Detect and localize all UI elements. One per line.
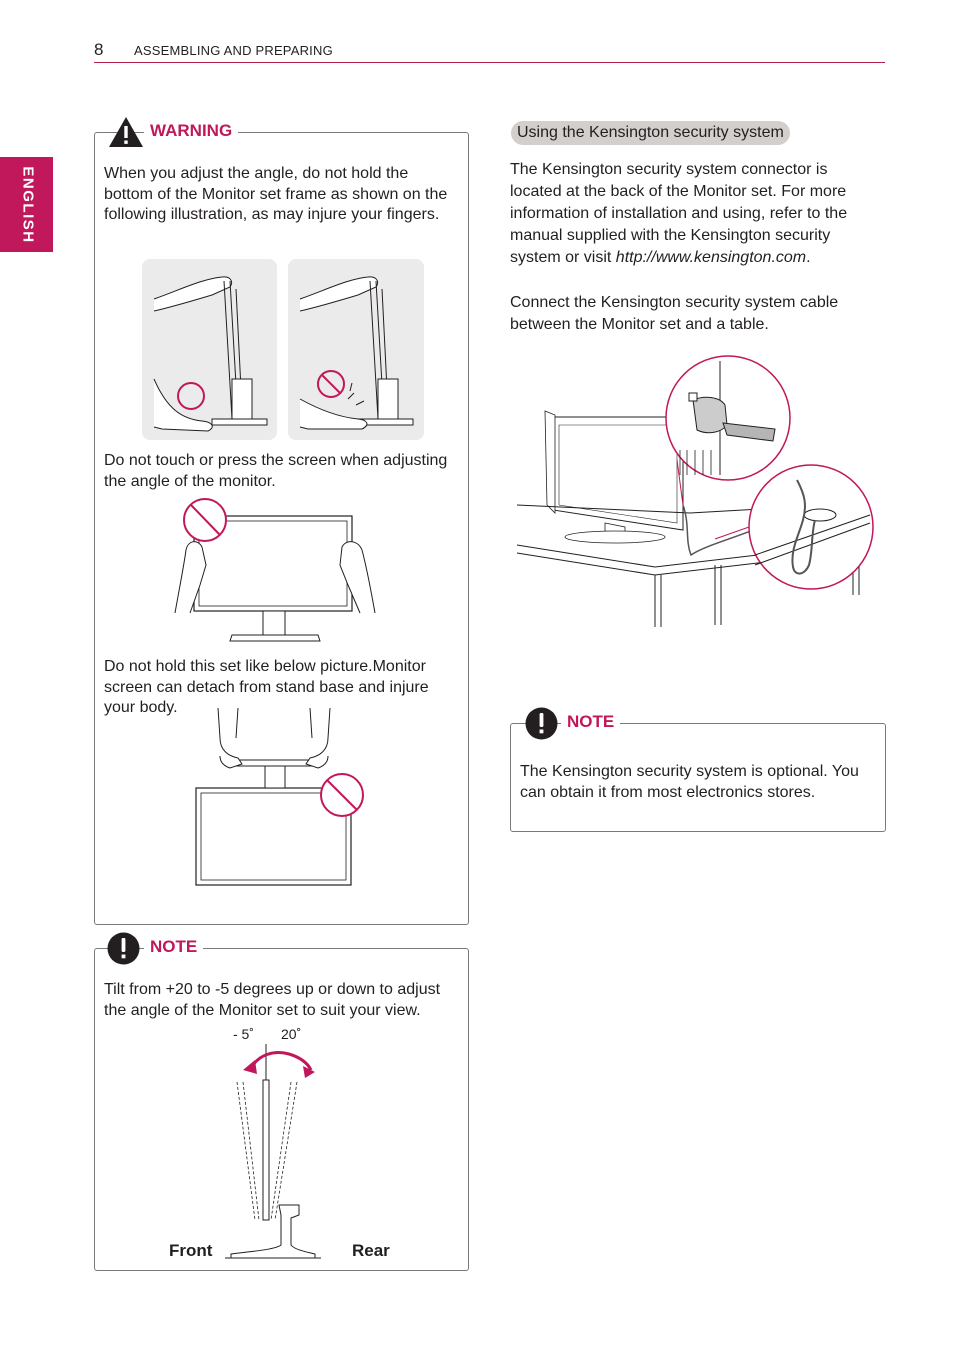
kensington-note-exclamation-icon	[525, 707, 558, 740]
warning-text-3: Do not hold this set like below picture.…	[104, 658, 429, 716]
kensington-paragraph-1-end: .	[806, 249, 811, 266]
kensington-note-text: The Kensington security system is option…	[520, 763, 859, 801]
tilt-angle-rear: 20˚	[281, 1026, 302, 1042]
language-tab: ENGLISH	[0, 157, 53, 252]
kensington-paragraph-1-text: The Kensington security system connector…	[510, 161, 848, 266]
language-label: ENGLISH	[19, 166, 37, 244]
kensington-note-box	[510, 723, 886, 832]
tilt-angle-front: - 5˚	[233, 1026, 254, 1042]
press-screen-wrong-illustration	[174, 498, 376, 642]
kensington-lock-illustration	[516, 355, 874, 627]
kensington-paragraph-1: The Kensington security system connector…	[510, 159, 875, 269]
tilt-label-front: Front	[169, 1241, 213, 1260]
kensington-website-link[interactable]: http://www.kensington.com	[615, 249, 807, 266]
tilt-range-illustration	[225, 1044, 321, 1259]
kensington-paragraph-2: Connect the Kensington security system c…	[510, 294, 839, 333]
warning-text-1: When you adjust the angle, do not hold t…	[104, 165, 448, 223]
tilt-note-box	[94, 948, 469, 1271]
warning-text-2: Do not touch or press the screen when ad…	[104, 452, 448, 490]
tilt-note-title: NOTE	[144, 937, 204, 957]
kensington-note-title: NOTE	[561, 712, 621, 732]
adjust-angle-correct-illustration	[142, 259, 277, 440]
tilt-note-text: Tilt from +20 to -5 degrees up or down t…	[104, 981, 441, 1019]
hold-upside-down-wrong-illustration	[195, 707, 364, 886]
section-title: ASSEMBLING AND PREPARING	[134, 43, 333, 58]
adjust-angle-wrong-illustration	[288, 259, 424, 440]
warning-title: WARNING	[144, 121, 239, 141]
note-exclamation-icon	[107, 932, 140, 965]
tilt-label-rear: Rear	[352, 1241, 390, 1260]
warning-triangle-icon	[109, 117, 143, 147]
header-rule	[94, 62, 885, 63]
kensington-heading: Using the Kensington security system	[511, 121, 790, 145]
warning-box	[94, 132, 469, 925]
page-number: 8	[94, 40, 104, 59]
